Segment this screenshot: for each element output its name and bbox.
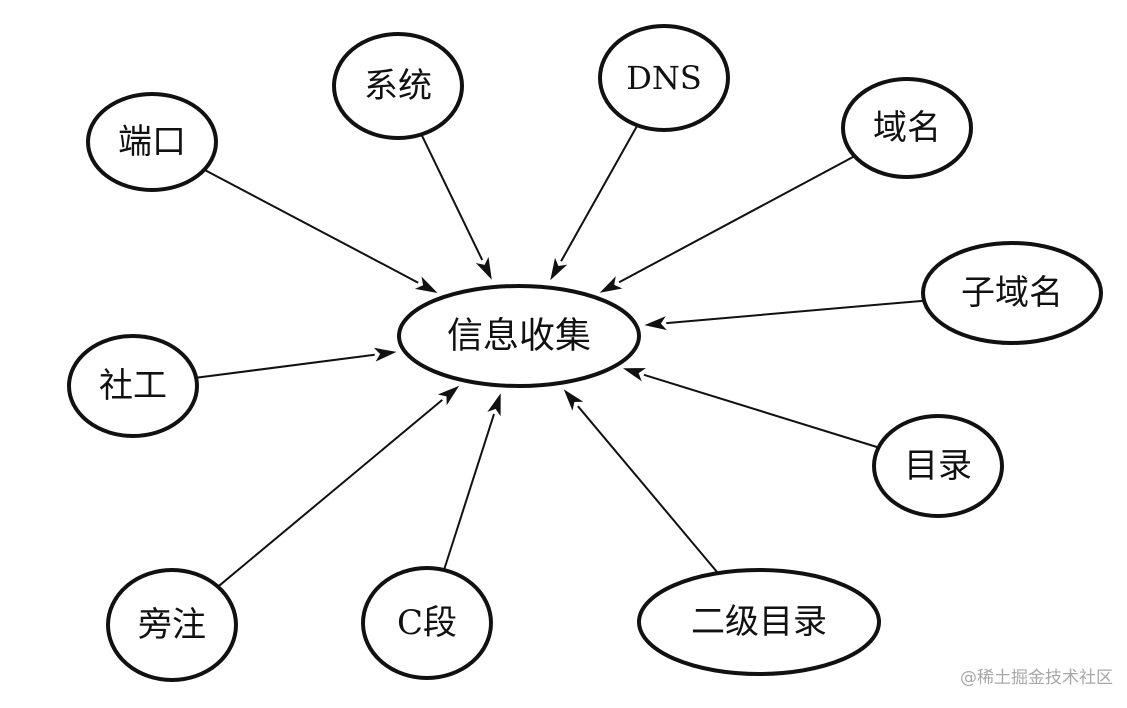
- node-subdomain: 子域名: [921, 241, 1103, 345]
- second-level-directory-label: 二级目录: [691, 602, 827, 642]
- arrowhead-directory: [622, 368, 646, 382]
- node-side-site: 旁注: [106, 568, 238, 682]
- social-engineering-label: 社工: [99, 366, 167, 406]
- arrowhead-subdomain: [644, 316, 667, 331]
- central-ellipse: [397, 284, 641, 388]
- second-level-directory-ellipse: [637, 568, 881, 676]
- node-second-level-directory: 二级目录: [637, 568, 881, 676]
- edge-directory-to-center: [643, 373, 879, 449]
- port-label: 端口: [118, 122, 186, 162]
- arrowhead-domain: [599, 276, 623, 293]
- node-c-segment: C段: [361, 566, 493, 680]
- edge-second-level-directory-to-center: [577, 405, 719, 574]
- node-social-engineering: 社工: [67, 334, 199, 438]
- side-site-ellipse: [106, 568, 238, 682]
- system-ellipse: [332, 32, 464, 140]
- subdomain-label: 子域名: [961, 273, 1063, 313]
- arrowhead-dns: [550, 257, 568, 281]
- node-directory: 目录: [872, 414, 1004, 518]
- dns-ellipse: [598, 24, 730, 132]
- edge-side-site-to-center: [217, 399, 443, 588]
- node-port: 端口: [86, 92, 218, 192]
- node-dns: DNS: [598, 24, 730, 132]
- directory-ellipse: [872, 414, 1004, 518]
- domain-label: 域名: [873, 108, 941, 148]
- dns-label: DNS: [626, 59, 702, 97]
- arrowhead-side-site: [437, 385, 460, 406]
- arrowhead-c-segment: [487, 393, 501, 417]
- central-node: 信息收集: [397, 284, 641, 388]
- edge-port-to-center: [203, 168, 419, 284]
- edge-social-engineering-to-center: [195, 353, 375, 379]
- edge-system-to-center: [420, 133, 484, 261]
- edge-subdomain-to-center: [666, 299, 925, 325]
- edges-layer: [195, 124, 925, 588]
- social-engineering-ellipse: [67, 334, 199, 438]
- arrowhead-port: [414, 276, 438, 293]
- c-segment-ellipse: [361, 566, 493, 680]
- node-domain: 域名: [841, 77, 973, 179]
- edge-c-segment-to-center: [443, 413, 495, 571]
- port-ellipse: [86, 92, 218, 192]
- edge-dns-to-center: [560, 124, 639, 262]
- arrowhead-system: [475, 256, 492, 280]
- subdomain-ellipse: [921, 241, 1103, 345]
- side-site-label: 旁注: [138, 605, 206, 645]
- domain-ellipse: [841, 77, 973, 179]
- node-system: 系统: [332, 32, 464, 140]
- system-label: 系统: [364, 66, 432, 106]
- central-label: 信息收集: [447, 316, 591, 357]
- edge-domain-to-center: [618, 155, 856, 284]
- arrowhead-social-engineering: [373, 347, 397, 362]
- directory-label: 目录: [904, 446, 972, 486]
- watermark: @稀土掘金技术社区: [960, 668, 1113, 688]
- arrowhead-second-level-directory: [563, 389, 584, 411]
- c-segment-label: C段: [397, 603, 457, 643]
